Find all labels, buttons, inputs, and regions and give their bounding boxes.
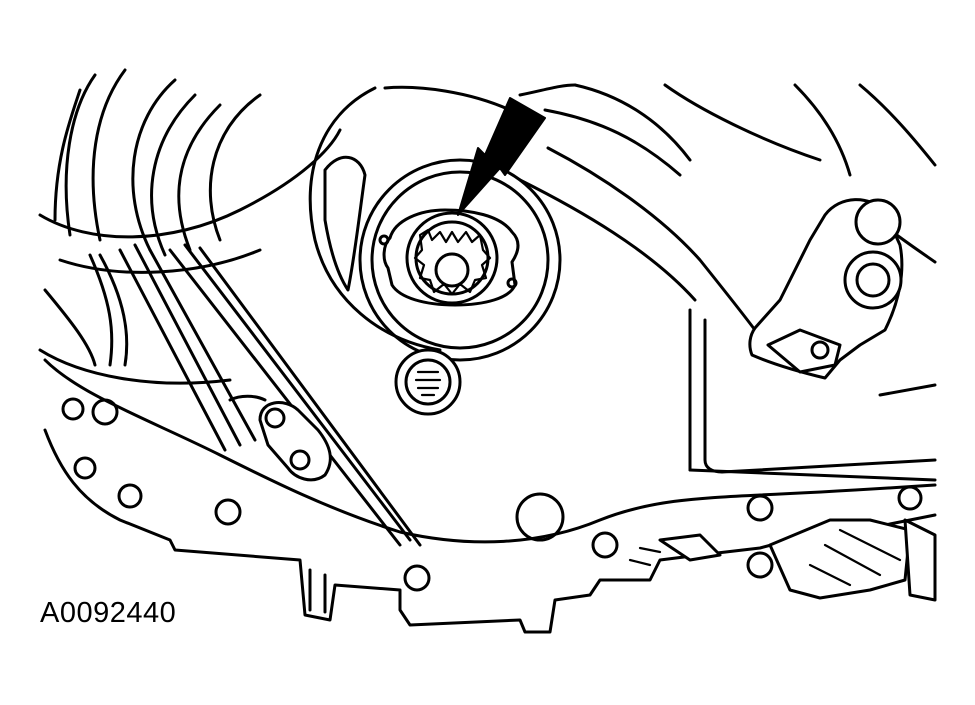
left-bolt-holes [61, 397, 565, 542]
right-mounting-bracket [748, 198, 904, 380]
left-bracket [228, 394, 332, 482]
pan-flange [43, 358, 937, 634]
splined-shaft [413, 228, 492, 296]
case-ribs [88, 243, 422, 547]
pump-cover [308, 85, 562, 362]
converter-housing-arcs [38, 68, 342, 385]
figure-label: A0092440 [40, 597, 177, 629]
lower-right-fragments [628, 518, 937, 602]
callout-arrow [457, 97, 546, 216]
threaded-boss [394, 348, 462, 416]
upper-right-housing [518, 83, 937, 482]
